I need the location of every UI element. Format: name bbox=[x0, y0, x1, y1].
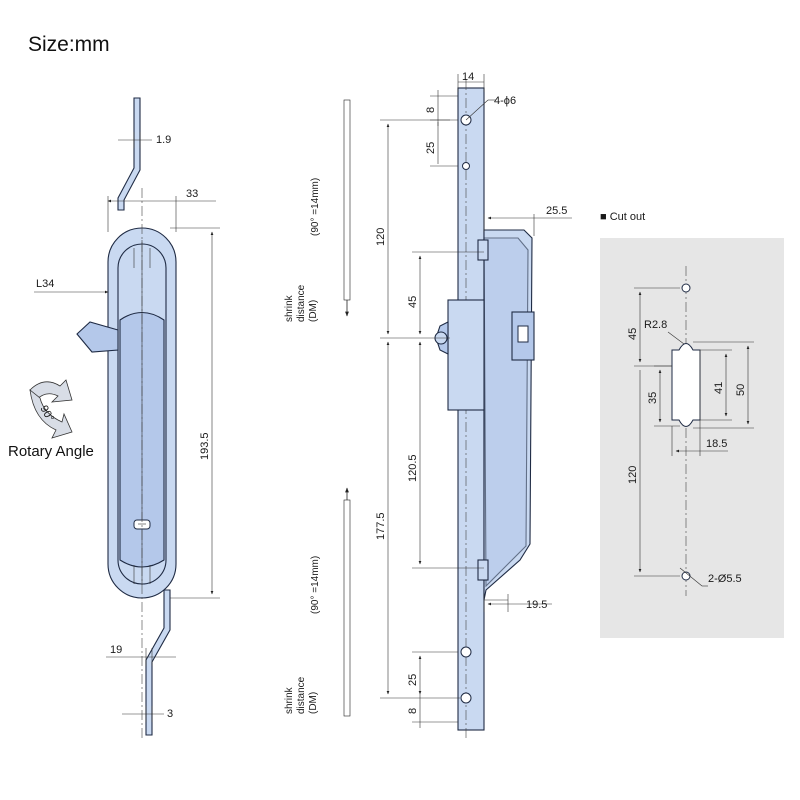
dim-19: 19 bbox=[110, 644, 122, 656]
dim-3: 3 bbox=[167, 708, 173, 720]
dim-19-5: 19.5 bbox=[526, 599, 547, 611]
shrink-bottom-l2: distance bbox=[296, 676, 307, 714]
rotary-arrow-icon bbox=[29, 379, 73, 403]
cutout-dim-50: 50 bbox=[735, 384, 747, 396]
dim-14: 14 bbox=[462, 71, 474, 83]
left-handle-view: 1.9 33 193.5 L34 90° Rotary Angle 19 3 bbox=[8, 97, 220, 740]
dim-25-bottom: 25 bbox=[407, 674, 419, 686]
page-title: Size:mm bbox=[28, 33, 110, 56]
dim-193-5: 193.5 bbox=[199, 432, 211, 460]
cutout-hole-top bbox=[681, 283, 691, 293]
dim-8-top: 8 bbox=[425, 107, 437, 113]
shrink-bottom-l3: (DM) bbox=[308, 692, 319, 714]
shrink-top-l1: shrink bbox=[284, 294, 295, 322]
dim-120: 120 bbox=[375, 228, 387, 246]
shrink-bottom-l1: shrink bbox=[284, 686, 295, 714]
shrink-distance-bottom: (90° =14mm) shrink distance (DM) bbox=[284, 487, 351, 717]
cutout-hole-label: 2-Ø5.5 bbox=[708, 573, 742, 585]
cutout-dim-r: R2.8 bbox=[644, 319, 667, 331]
dim-120-5: 120.5 bbox=[407, 454, 419, 482]
shrink-top-l3: (DM) bbox=[308, 300, 319, 322]
cutout-dim-41: 41 bbox=[713, 382, 725, 394]
shrink-bottom-angle: (90° =14mm) bbox=[310, 556, 321, 614]
dim-25-top: 25 bbox=[425, 142, 437, 154]
cutout-dim-45: 45 bbox=[627, 328, 639, 340]
cutout-dim-18-5: 18.5 bbox=[706, 438, 727, 450]
strip-hole-2 bbox=[460, 646, 472, 658]
shrink-top-l2: distance bbox=[296, 284, 307, 322]
cutout-title: ■ Cut out bbox=[600, 211, 645, 223]
cutout-dim-120: 120 bbox=[627, 466, 639, 484]
rotary-angle-label: Rotary Angle bbox=[8, 443, 94, 460]
dim-l34: L34 bbox=[36, 278, 54, 290]
strip-hole-3 bbox=[460, 692, 472, 704]
shrink-distance-top: (90° =14mm) shrink distance (DM) bbox=[284, 99, 351, 322]
dim-45: 45 bbox=[407, 296, 419, 308]
shrink-top-angle: (90° =14mm) bbox=[310, 178, 321, 236]
dim-33: 33 bbox=[186, 188, 198, 200]
cutout-dim-35: 35 bbox=[647, 392, 659, 404]
dim-1-9: 1.9 bbox=[156, 134, 171, 146]
middle-side-view: 14 8 25 4-ϕ6 120 25.5 45 120.5 bbox=[375, 71, 572, 738]
cutout-view: ■ Cut out 45 R2.8 41 50 35 bbox=[600, 211, 784, 638]
dim-177-5: 177.5 bbox=[375, 512, 387, 540]
dim-8-bottom: 8 bbox=[407, 708, 419, 714]
cutout-panel bbox=[600, 238, 784, 638]
dim-25-5: 25.5 bbox=[546, 205, 567, 217]
hole-label: 4-ϕ6 bbox=[494, 95, 516, 107]
